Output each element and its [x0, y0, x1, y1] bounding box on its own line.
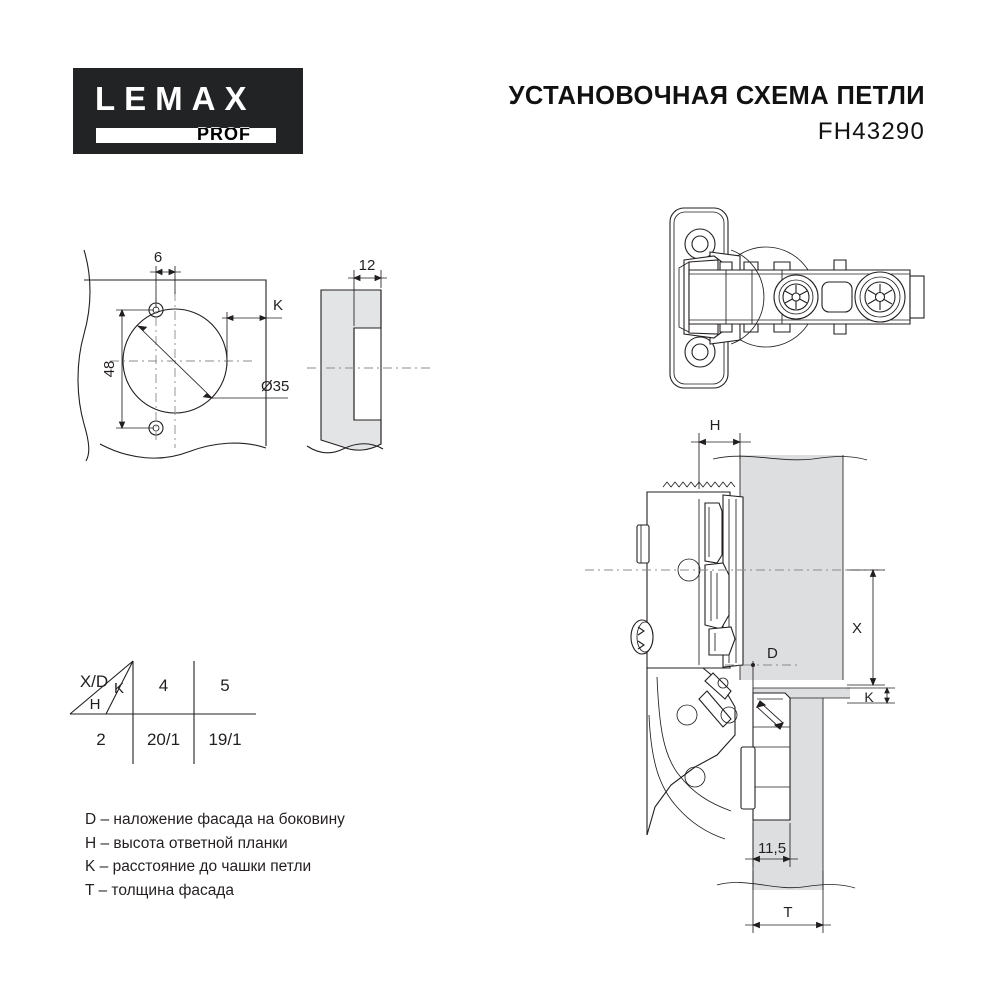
dim-label-overlay: 11,5	[758, 840, 786, 857]
panel-side-section-drawing: 12	[305, 248, 455, 463]
page-title: УСТАНОВОЧНАЯ СХЕМА ПЕТЛИ	[508, 82, 925, 110]
logo-subbrand: PROF	[197, 124, 252, 144]
table-corner-xd: X/D	[79, 672, 109, 691]
installed-section-drawing: H D X K 11,5	[585, 415, 985, 950]
dim-label-hole-spacing: 48	[101, 361, 118, 378]
brand-logo: LEMAX PROF	[73, 68, 303, 154]
dim-label-offset: 6	[154, 249, 162, 266]
legend-item-k: K – расстояние до чашки петли	[85, 858, 312, 875]
table-cell-0-0: 20/1	[146, 730, 181, 749]
legend-item-h: H – высота ответной планки	[85, 834, 288, 852]
table-cell-0-1: 19/1	[208, 730, 242, 749]
table-col-header-0: 4	[158, 676, 169, 695]
legend-item-t: T – толщина фасада	[85, 881, 234, 899]
dimension-table: X/D K H 4 5 2 20/1 19/1	[69, 658, 260, 766]
dim-label-d: D	[767, 645, 778, 662]
dim-label-h: H	[710, 417, 721, 434]
dim-label-k-section: K	[864, 689, 874, 705]
dim-label-k: K	[273, 297, 283, 314]
mounting-screw-icon	[854, 271, 906, 323]
table-corner-k: K	[113, 680, 124, 697]
drilling-pattern-drawing: 6 48 K Ø35	[70, 248, 300, 463]
dim-label-cup-diameter: Ø35	[261, 378, 289, 395]
logo-bar	[96, 128, 276, 143]
adjust-screw-icon	[773, 274, 819, 320]
mounting-plate-block	[740, 692, 791, 821]
dim-label-t: T	[783, 904, 792, 921]
legend-item-d: D – наложение фасада на боковину	[85, 811, 345, 828]
table-row-header-0: 2	[96, 730, 106, 749]
table-corner-h: H	[89, 696, 101, 713]
model-number: FH43290	[817, 118, 925, 145]
cup-screw-icon	[630, 619, 654, 655]
hinge-top-view-drawing	[648, 200, 938, 395]
dim-label-cup-depth: 12	[359, 257, 376, 274]
logo-wordmark: LEMAX	[95, 80, 256, 117]
table-col-header-1: 5	[220, 676, 230, 695]
dim-label-x: X	[852, 620, 862, 637]
legend-list: D – наложение фасада на боковину H – выс…	[85, 808, 345, 902]
